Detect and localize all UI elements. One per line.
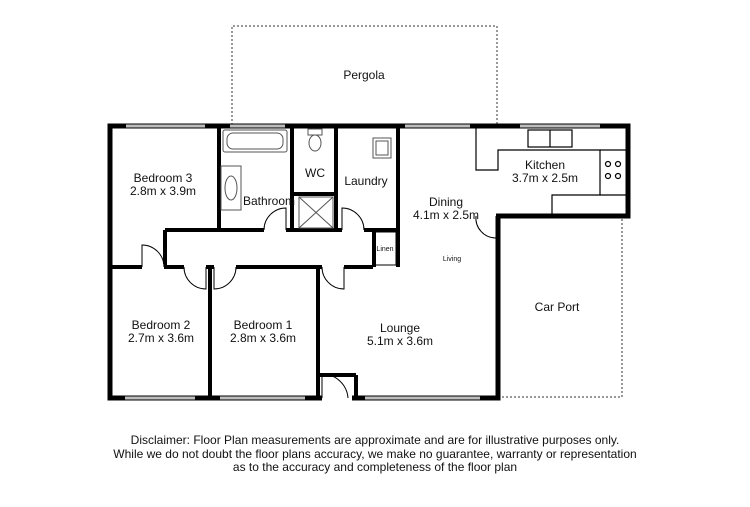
carport-label: Car Port [535, 300, 580, 314]
wc-label: WC [305, 166, 325, 180]
laundry-tub [372, 137, 392, 159]
kitchen-size: 3.7m x 2.5m [512, 171, 578, 185]
toilet [307, 128, 323, 152]
bedroom3-size: 2.8m x 3.9m [130, 184, 196, 198]
windows [125, 124, 600, 400]
lounge-size: 5.1m x 3.6m [367, 334, 433, 348]
dining-label: Dining [429, 195, 463, 209]
floor-plan: Pergola Bedroom 3 2.8m x 3.9m Bathroom W… [107, 25, 631, 401]
kitchen-label: Kitchen [525, 158, 565, 172]
bathtub [222, 129, 288, 153]
disclaimer-line-1: Disclaimer: Floor Plan measurements are … [130, 433, 620, 447]
linen-label: Linen [376, 246, 393, 253]
dining-size: 4.1m x 2.5m [413, 208, 479, 222]
bedroom2-size: 2.7m x 3.6m [128, 331, 194, 345]
vanity-basin [220, 165, 242, 211]
shower [298, 196, 334, 229]
pergola-label: Pergola [343, 68, 385, 82]
kitchen-bench [475, 128, 626, 216]
carport-outline [500, 215, 623, 398]
bathroom-label: Bathroom [243, 194, 295, 208]
lounge-label: Lounge [380, 321, 420, 335]
bedroom3-label: Bedroom 3 [134, 171, 193, 185]
living-label: Living [443, 256, 461, 263]
pergola-outline [231, 25, 498, 125]
disclaimer-line-2: While we do not doubt the floor plans ac… [113, 446, 637, 461]
disclaimer-line-3: as to the accuracy and completeness of t… [232, 460, 518, 474]
bedroom1-size: 2.8m x 3.6m [230, 331, 296, 345]
bedroom2-label: Bedroom 2 [132, 318, 191, 332]
door-swings [141, 207, 497, 399]
laundry-label: Laundry [344, 174, 387, 188]
linen-cupboard [374, 231, 397, 266]
bedroom1-label: Bedroom 1 [234, 318, 293, 332]
disclaimer: Disclaimer: Floor Plan measurements are … [75, 433, 675, 475]
interior-walls [110, 126, 400, 398]
door-openings [142, 213, 496, 401]
